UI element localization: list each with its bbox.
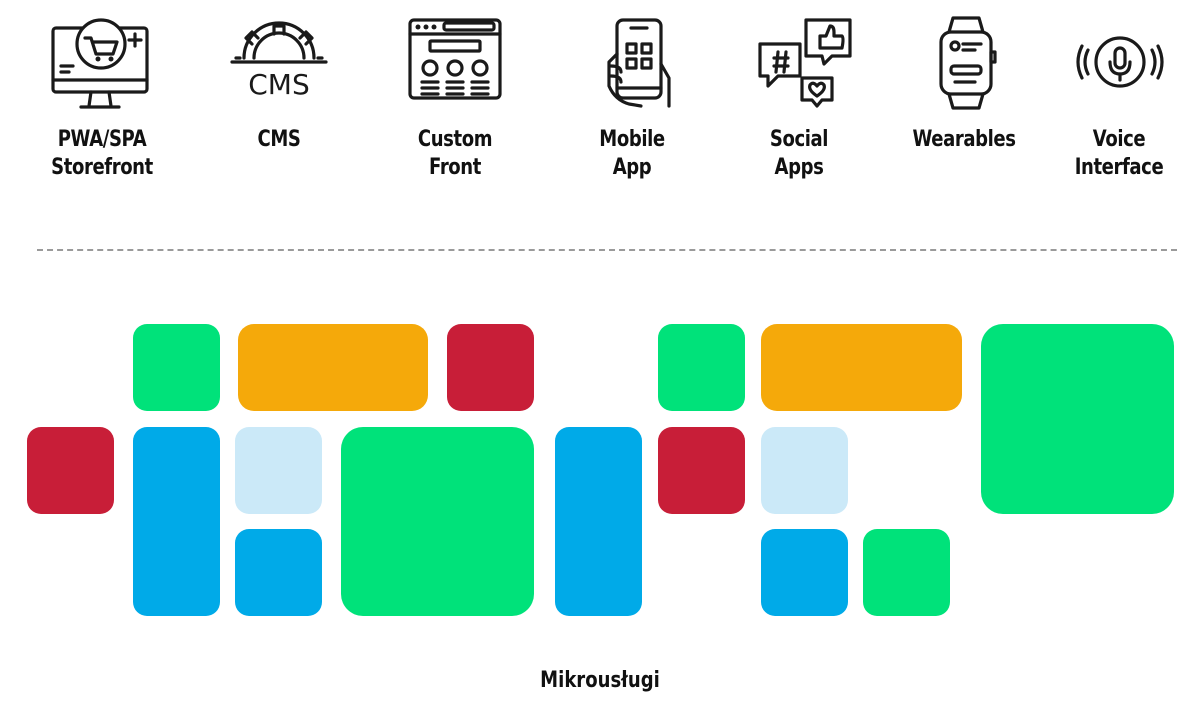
microservice-block <box>341 427 534 616</box>
shopping-cart-monitor-icon <box>51 18 149 109</box>
microservice-block <box>238 324 428 411</box>
channel-cms: CMS CMS <box>204 14 354 154</box>
microservice-block <box>235 427 322 514</box>
cms-gear-icon: CMS <box>230 21 328 101</box>
microservice-block <box>235 529 322 616</box>
microservice-block <box>761 324 962 411</box>
browser-window-icon <box>408 18 502 100</box>
microservice-block <box>27 427 114 514</box>
microservice-block <box>761 529 848 616</box>
svg-text:CMS: CMS <box>248 68 309 101</box>
channel-label: CMS <box>257 127 301 152</box>
microservice-block <box>447 324 534 411</box>
microservice-block <box>863 529 950 616</box>
microservice-block <box>658 427 745 514</box>
smartphone-hand-icon <box>607 18 671 108</box>
microservice-block <box>981 324 1174 514</box>
microservices-label: Mikrousługi <box>540 668 660 693</box>
layer-divider <box>37 249 1177 251</box>
social-bubbles-icon <box>758 18 852 108</box>
microservice-block <box>761 427 848 514</box>
smartwatch-icon <box>939 16 997 110</box>
microservice-block <box>555 427 642 616</box>
microservice-block <box>658 324 745 411</box>
channel-label: Wearables <box>912 127 1016 152</box>
microservice-block <box>133 427 220 616</box>
microservice-block <box>133 324 220 411</box>
channel-wearables: Wearables <box>889 14 1039 154</box>
microphone-icon <box>1076 36 1164 88</box>
